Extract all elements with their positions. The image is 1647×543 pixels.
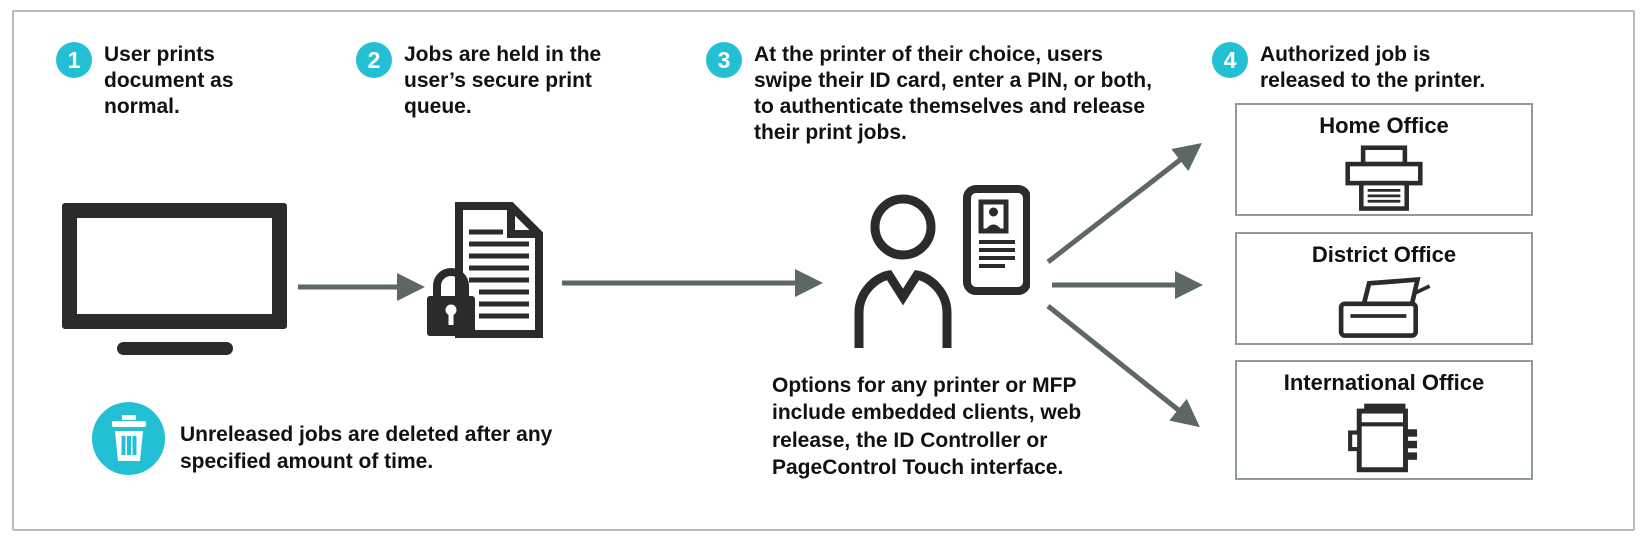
diagram-border [12,10,1635,531]
step-1-badge: 1 [56,42,92,78]
user-id-graphic [854,185,1031,348]
office-box-home: Home Office [1235,103,1533,216]
user-with-id-card-icon [845,185,1031,355]
step-4-badge: 4 [1212,42,1248,78]
step-3-text: At the printer of their choice, users sw… [754,43,1152,145]
step-4: 4 Authorized job is released to the prin… [1212,42,1512,94]
user-body [854,270,952,348]
office-box-district: District Office [1235,232,1533,345]
home-office-printer-icon [1345,145,1423,211]
options-note: Options for any printer or MFP include e… [772,374,1082,479]
office-label-international: International Office [1283,370,1485,395]
office-label-home: Home Office [1319,113,1449,138]
step-2: 2 Jobs are held in the user’s secure pri… [356,42,620,120]
step-1: 1 User prints document as normal. [56,42,246,120]
step-1-text: User prints document as normal. [104,43,234,119]
step-4-text: Authorized job is released to the printe… [1260,43,1486,93]
user-head [870,194,936,260]
step-2-text: Jobs are held in the user’s secure print… [404,43,602,119]
international-office-copier-icon [1348,403,1418,473]
monitor-stand [116,342,233,355]
office-label-district: District Office [1311,242,1457,267]
deletion-note: Unreleased jobs are deleted after any sp… [180,423,553,474]
lock-shackle [433,268,469,296]
step-3-badge: 3 [706,42,742,78]
monitor-screen [62,203,287,329]
locked-document-icon [425,200,555,345]
step-2-badge: 2 [356,42,392,78]
trash-icon-badge [92,402,165,475]
office-box-international: International Office [1235,360,1533,480]
trash-icon [111,415,146,461]
secure-document-graphic [427,202,543,338]
district-office-printer-icon [1338,277,1431,338]
computer-monitor-icon [62,203,287,355]
step-3: 3 At the printer of their choice, users … [706,42,1166,146]
